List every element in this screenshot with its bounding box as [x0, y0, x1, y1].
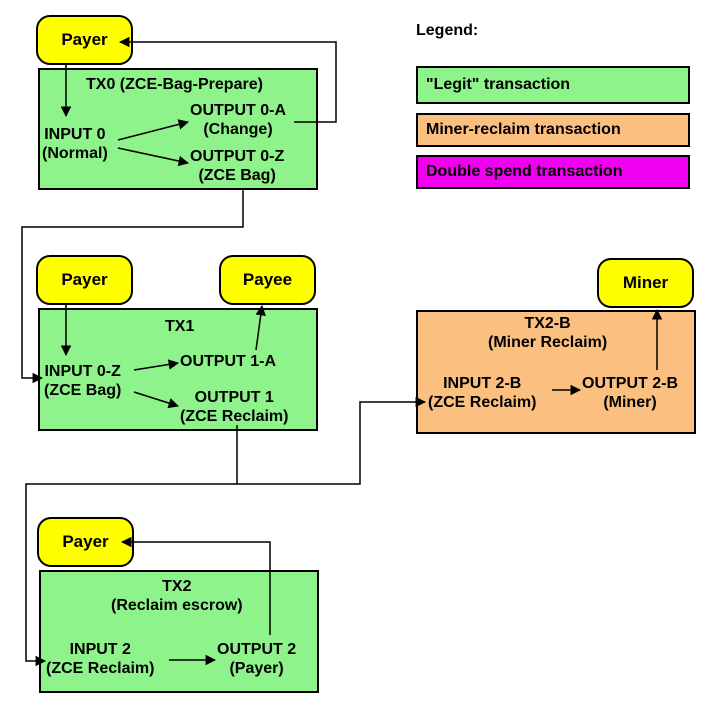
tx2-input: INPUT 2 (ZCE Reclaim): [46, 640, 154, 678]
tx2-output-line2: (Payer): [229, 660, 284, 677]
legend-double-spend: Double spend transaction: [416, 155, 690, 189]
tx2-title-line1: TX2: [162, 578, 192, 595]
tx0-output-a: OUTPUT 0-A (Change): [190, 101, 286, 139]
arrow-output1a-to-payee: [255, 304, 266, 351]
tx2b-title-line2: (Miner Reclaim): [488, 334, 608, 351]
tx1-title: TX1: [165, 318, 195, 335]
tx1-payee-actor: Payee: [219, 255, 316, 305]
tx2b-input-line1: INPUT 2-B: [443, 375, 522, 392]
tx0-input: INPUT 0 (Normal): [42, 125, 108, 163]
tx1-output-1: OUTPUT 1 (ZCE Reclaim): [180, 388, 288, 426]
arrow-change-to-payer: [118, 36, 337, 123]
tx2-output-line1: OUTPUT 2: [217, 641, 297, 658]
tx0-output-a-line2: (Change): [203, 121, 273, 138]
tx2b-input: INPUT 2-B (ZCE Reclaim): [428, 374, 536, 412]
tx2b-output: OUTPUT 2-B (Miner): [582, 374, 678, 412]
tx0-input-line1: INPUT 0: [44, 126, 106, 143]
tx2b-output-line1: OUTPUT 2-B: [582, 375, 678, 392]
legend-legit-label: "Legit" transaction: [426, 76, 571, 93]
tx2b-box: [416, 310, 696, 434]
arrow-reclaim-to-input2: [25, 483, 237, 667]
tx2-payer-actor: Payer: [37, 517, 134, 567]
tx2-input-line1: INPUT 2: [69, 641, 131, 658]
tx2b-input-line2: (ZCE Reclaim): [428, 394, 537, 411]
tx0-output-z: OUTPUT 0-Z (ZCE Bag): [190, 147, 284, 185]
tx1-input-line1: INPUT 0-Z: [44, 363, 121, 380]
tx0-input-line2: (Normal): [42, 145, 108, 162]
arrow-input0-to-output0a: [117, 119, 190, 141]
arrow-input0-to-output0z: [117, 147, 190, 167]
tx1-output-1-line1: OUTPUT 1: [194, 389, 274, 406]
tx0-output-a-line1: OUTPUT 0-A: [190, 102, 286, 119]
arrow-output2-to-payer: [120, 536, 271, 635]
tx0-payer-actor: Payer: [36, 15, 133, 65]
legend-miner-reclaim: Miner-reclaim transaction: [416, 113, 690, 147]
tx0-title: TX0 (ZCE-Bag-Prepare): [86, 76, 263, 93]
tx1-input: INPUT 0-Z (ZCE Bag): [44, 362, 121, 400]
legend-miner-reclaim-label: Miner-reclaim transaction: [426, 121, 621, 138]
tx1-payer-actor: Payer: [36, 255, 133, 305]
tx2-title-line2: (Reclaim escrow): [111, 597, 243, 614]
arrow-reclaim-to-input2b: [236, 396, 427, 485]
tx2-title: TX2 (Reclaim escrow): [111, 577, 243, 615]
tx2-box: [39, 570, 319, 693]
tx2-input-line2: (ZCE Reclaim): [46, 660, 155, 677]
tx0-output-z-line2: (ZCE Bag): [198, 167, 276, 184]
tx1-input-line2: (ZCE Bag): [44, 382, 122, 399]
legend-legit: "Legit" transaction: [416, 66, 690, 104]
arrow-zce-bag-to-input0z: [21, 190, 244, 384]
legend-double-spend-label: Double spend transaction: [426, 163, 623, 180]
tx2-output: OUTPUT 2 (Payer): [217, 640, 296, 678]
arrow-input0z-to-output1a: [133, 359, 180, 371]
tx0-output-z-line1: OUTPUT 0-Z: [190, 148, 285, 165]
tx1-output-1-line2: (ZCE Reclaim): [180, 408, 289, 425]
tx2b-title-line1: TX2-B: [524, 315, 571, 332]
arrow-input0z-to-output1: [133, 391, 180, 409]
tx2b-output-line2: (Miner): [603, 394, 657, 411]
legend-title: Legend:: [416, 22, 479, 39]
tx2b-miner-actor: Miner: [597, 258, 694, 308]
tx2b-title: TX2-B (Miner Reclaim): [488, 314, 607, 352]
tx1-output-a: OUTPUT 1-A: [180, 353, 276, 370]
